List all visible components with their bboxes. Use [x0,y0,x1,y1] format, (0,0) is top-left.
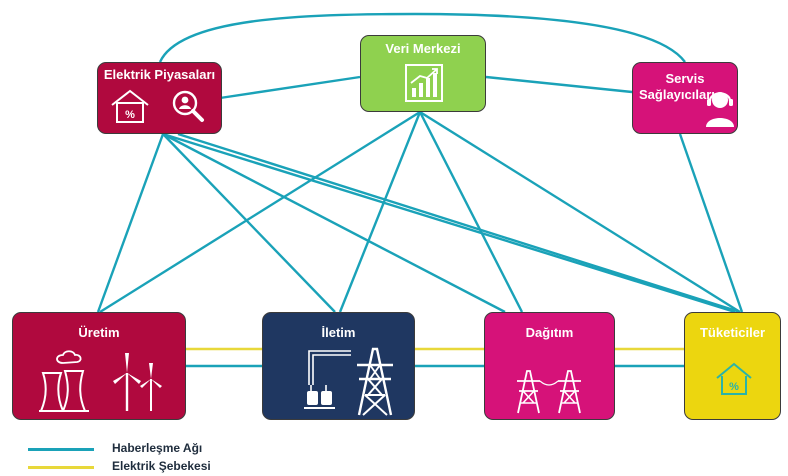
comm-line-markets-generation [96,133,165,313]
transmission-tower-icon [357,347,393,416]
comm-line-markets-consumers-b [177,132,741,314]
wind-turbine-icon [113,353,162,411]
node-service-providers: Servis Sağlayıcıları [632,62,738,134]
node-generation: Üretim [12,312,186,420]
comm-line-markets-transmission [162,133,336,313]
power-plant-icon [39,350,89,412]
node-title-datacenter: Veri Merkezi [385,41,461,56]
substation-icon [304,350,351,409]
node-title-consumers: Tüketiciler [699,325,766,340]
comm-line-datacenter-distribution [418,111,524,313]
bar-chart-icon [405,64,443,102]
node-distribution: Dağıtım [484,312,615,420]
node-transmission: İletim [262,312,415,420]
node-title-markets: Elektrik Piyasaları [103,67,216,82]
comm-line-datacenter-transmission [338,111,422,313]
node-title-providers-line1: Servis [665,71,705,86]
comm-line-datacenter-consumers [419,110,741,314]
svg-text:%: % [125,109,135,121]
support-agent-icon [706,92,734,127]
house-percent-icon: % [111,89,149,123]
comm-line-datacenter-generation [99,110,421,314]
svg-text:%: % [729,381,739,393]
power-pylons-icon [517,370,581,414]
legend-power-swatch [28,466,94,469]
legend-communication-label: Haberleşme Ağı [112,441,203,455]
node-title-distribution: Dağıtım [525,325,574,340]
comm-line-markets-providers [158,12,686,63]
comm-line-markets-distribution [162,132,506,314]
comm-line-markets-consumers-a [162,132,736,314]
comm-line-markets-datacenter [219,75,361,100]
node-data-center: Veri Merkezi [360,35,486,112]
comm-line-datacenter-providers [485,75,633,94]
node-title-generation: Üretim [78,325,120,340]
node-title-transmission: İletim [321,325,356,340]
house-percent-icon: % [716,362,752,395]
legend-communication-swatch [28,448,94,451]
legend-power-label: Elektrik Şebekesi [112,459,211,473]
node-consumers: Tüketiciler % [684,312,781,420]
node-title-providers-line2: Sağlayıcıları [639,87,715,102]
search-person-icon [172,90,204,122]
comm-line-providers-consumers [678,133,744,313]
node-electricity-markets: Elektrik Piyasaları % [97,62,222,134]
